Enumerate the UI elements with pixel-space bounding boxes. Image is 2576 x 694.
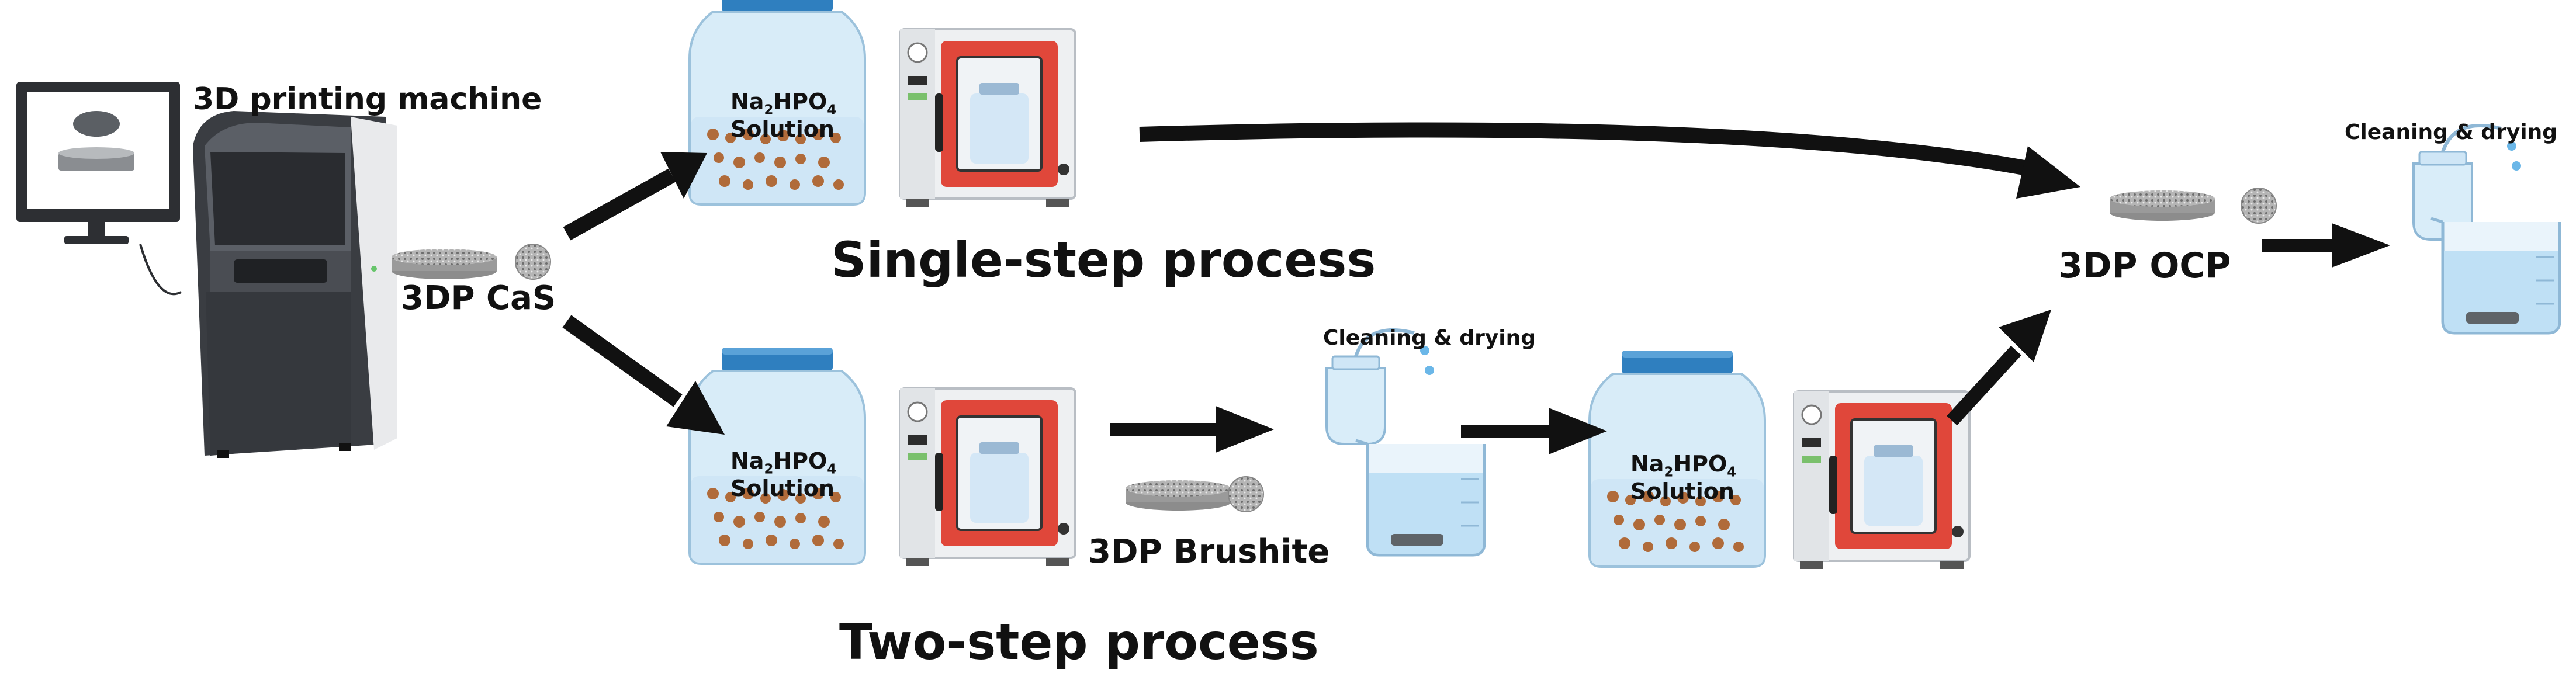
scaffold-icon bbox=[392, 244, 551, 280]
bottle-label: Na2HPO4 Solution bbox=[1630, 451, 1737, 504]
arrow-to-second-immersion bbox=[1461, 408, 1607, 454]
oven-icon bbox=[899, 28, 1076, 208]
cleaning-drying-label: Cleaning & drying bbox=[1323, 326, 1536, 350]
monitor-icon bbox=[16, 82, 182, 296]
scaffold-icon bbox=[1126, 476, 1264, 512]
arrow-ocp-to-cleaning bbox=[2262, 223, 2390, 268]
machine-label: 3D printing machine bbox=[193, 82, 542, 117]
scaffold-icon bbox=[2110, 188, 2277, 224]
oven-icon bbox=[899, 387, 1076, 567]
printer-icon bbox=[193, 111, 397, 458]
arrow-to-single-step bbox=[563, 152, 707, 241]
two-step-label: Two-step process bbox=[839, 613, 1319, 671]
beaker-icon bbox=[2431, 218, 2560, 333]
cas-label: 3DP CaS bbox=[401, 279, 556, 317]
single-step-label: Single-step process bbox=[831, 231, 1376, 289]
arrow-two-step-to-ocp bbox=[1947, 310, 2051, 426]
oven-icon bbox=[1793, 390, 1971, 570]
arrow-single-step-to-ocp bbox=[1139, 122, 2080, 199]
arrow-to-brushite bbox=[1110, 406, 1274, 453]
cleaning-drying-label: Cleaning & drying bbox=[2345, 120, 2558, 144]
bottle-label: Na2HPO4 Solution bbox=[730, 448, 837, 501]
bottle-label: Na2HPO4 Solution bbox=[730, 89, 837, 142]
ocp-label: 3DP OCP bbox=[2058, 245, 2231, 286]
arrow-to-two-step bbox=[562, 315, 725, 435]
brushite-label: 3DP Brushite bbox=[1088, 533, 1330, 571]
beaker-icon bbox=[1356, 440, 1484, 555]
